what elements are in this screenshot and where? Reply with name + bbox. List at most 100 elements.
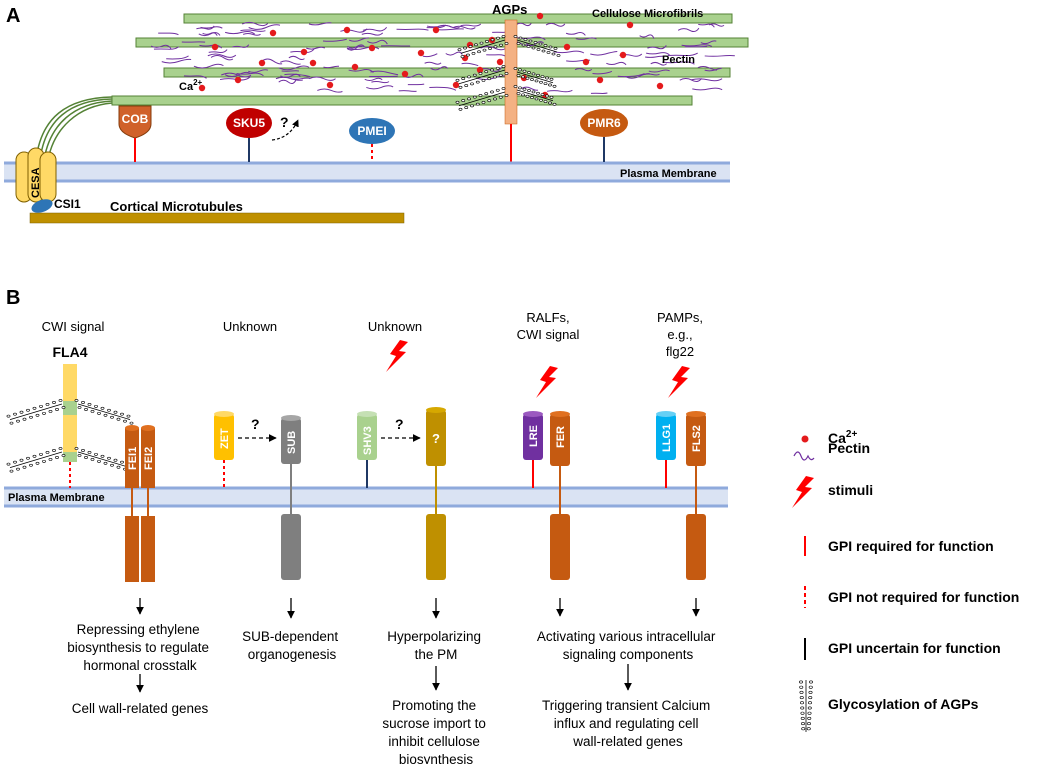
zet-sub-pair: ZET ? SUB: [214, 411, 301, 580]
pectin-strand: [424, 61, 442, 65]
pectin-strand: [278, 79, 297, 85]
pectin-strand: [224, 30, 256, 35]
pectin-strand: [366, 85, 394, 90]
pectin-strand: [521, 86, 539, 91]
legend-glycosylation: Glycosylation of AGPs: [828, 696, 979, 712]
sub-ecto: [281, 418, 301, 464]
lightning-icon: [536, 366, 558, 398]
calcium-dot: [563, 43, 571, 51]
pectin-label: Pectin: [662, 54, 695, 66]
zet-protein: [214, 414, 234, 460]
pectin-strand: [317, 88, 343, 93]
calcium-dot: [626, 21, 634, 29]
pectin-strand: [516, 22, 532, 27]
pectin-strand: [430, 66, 449, 71]
pectin-strand: [158, 32, 179, 36]
legend: Ca2+ Pectin stimuli GPI required for fun…: [792, 429, 1019, 732]
lre-protein: [523, 414, 543, 460]
calcium-dot: [619, 51, 627, 59]
pectin-strand: [422, 53, 438, 58]
shv3-label: SHV3: [362, 426, 374, 455]
outcome-sub: SUB-dependent organogenesis: [242, 629, 342, 662]
pectin-strand: [208, 49, 228, 53]
pectin-strand: [460, 23, 482, 27]
calcium-dot: [476, 66, 484, 74]
pmr6-protein: [580, 109, 628, 137]
microtubules-label: Cortical Microtubules: [110, 199, 243, 214]
calcium-dot: [452, 81, 460, 89]
pectin-strand: [624, 73, 650, 79]
pectin-strand: [280, 60, 301, 65]
fer-kinase: [550, 514, 570, 580]
outcome-shv3-2: Promoting the sucrose import to inhibit …: [382, 698, 489, 764]
outcome-fei: Repressing ethylene biosynthesis to regu…: [67, 622, 213, 673]
pectin-strand: [202, 32, 218, 36]
calcium-dot: [432, 26, 440, 34]
calcium-dot: [258, 59, 266, 67]
pectin-strand: [617, 73, 645, 78]
pectin-strand: [241, 21, 269, 27]
outcome-fer-2: Triggering transient Calcium influx and …: [542, 698, 714, 749]
pectin-strand: [606, 61, 627, 66]
pectin-strand: [667, 52, 698, 57]
fei-receptors: FEI1 FEI2: [125, 425, 155, 582]
fei1-kinase: [125, 516, 139, 582]
glycan-chain: [513, 67, 557, 88]
sku5-label: SKU5: [233, 116, 265, 130]
fei2-label: FEI2: [143, 447, 155, 470]
panel-b-label: B: [6, 287, 20, 309]
calcium-dot: [536, 12, 544, 20]
lre-label: LRE: [528, 425, 540, 447]
calcium-dot: [198, 84, 206, 92]
glycan-chain: [455, 87, 509, 111]
pectin-strand: [183, 75, 207, 79]
downstream-arrows: [136, 598, 700, 693]
fls2-ecto: [686, 414, 706, 466]
zet-sub-question: ?: [251, 416, 260, 432]
sub-kinase: [281, 514, 301, 580]
pectin-strand: [308, 22, 332, 26]
glycan-chain: [457, 35, 509, 59]
fei2-ecto: [141, 428, 155, 488]
unknown-rlk-ecto: [426, 410, 446, 466]
pectin-strand: [704, 55, 735, 57]
sku5-protein: [226, 108, 272, 138]
pectin-strand: [242, 32, 261, 36]
pectin-strand: [402, 73, 424, 78]
pectin-strand: [284, 73, 311, 78]
glycan-chain: [74, 399, 134, 425]
pectin-strand: [161, 58, 192, 64]
pectin-strand: [546, 89, 573, 93]
pectin-strand: [199, 44, 222, 49]
stimulus-label-fei: CWI signal: [42, 319, 105, 334]
pectin-strand: [210, 54, 234, 61]
cellulose-label: Cellulose Microfibrils: [592, 8, 703, 20]
calcium-dot: [343, 26, 351, 34]
legend-stimuli-icon: [792, 476, 814, 508]
calcium-dot: [401, 70, 409, 78]
calcium-dot: [596, 76, 604, 84]
ca-label: Ca2+: [179, 78, 203, 93]
pectin-strand: [288, 55, 305, 61]
calcium-dot: [326, 81, 334, 89]
shv3-pair: SHV3 ? ?: [357, 407, 446, 580]
legend-pectin: Pectin: [828, 440, 870, 456]
pectin-strand: [648, 69, 670, 73]
pectin-strand: [275, 76, 303, 81]
pectin-strand: [398, 90, 417, 92]
pectin-strand: [371, 80, 390, 84]
pectin-strand: [367, 39, 388, 45]
llg1-label: LLG1: [661, 424, 673, 452]
pectin-strand: [698, 23, 715, 28]
pectin-network: [150, 21, 735, 94]
pectin-strand: [232, 44, 250, 48]
pectin-strand: [150, 44, 172, 50]
llg1-protein: [656, 414, 676, 460]
cob-protein: [118, 105, 152, 139]
unknown-rlk-label: ?: [432, 431, 440, 446]
pectin-strand: [662, 61, 695, 65]
stimulus-label-shv3: Unknown: [368, 319, 422, 334]
pectin-strand: [347, 44, 366, 49]
stimulus-label-fls2: PAMPs,e.g.,flg22: [657, 310, 703, 359]
